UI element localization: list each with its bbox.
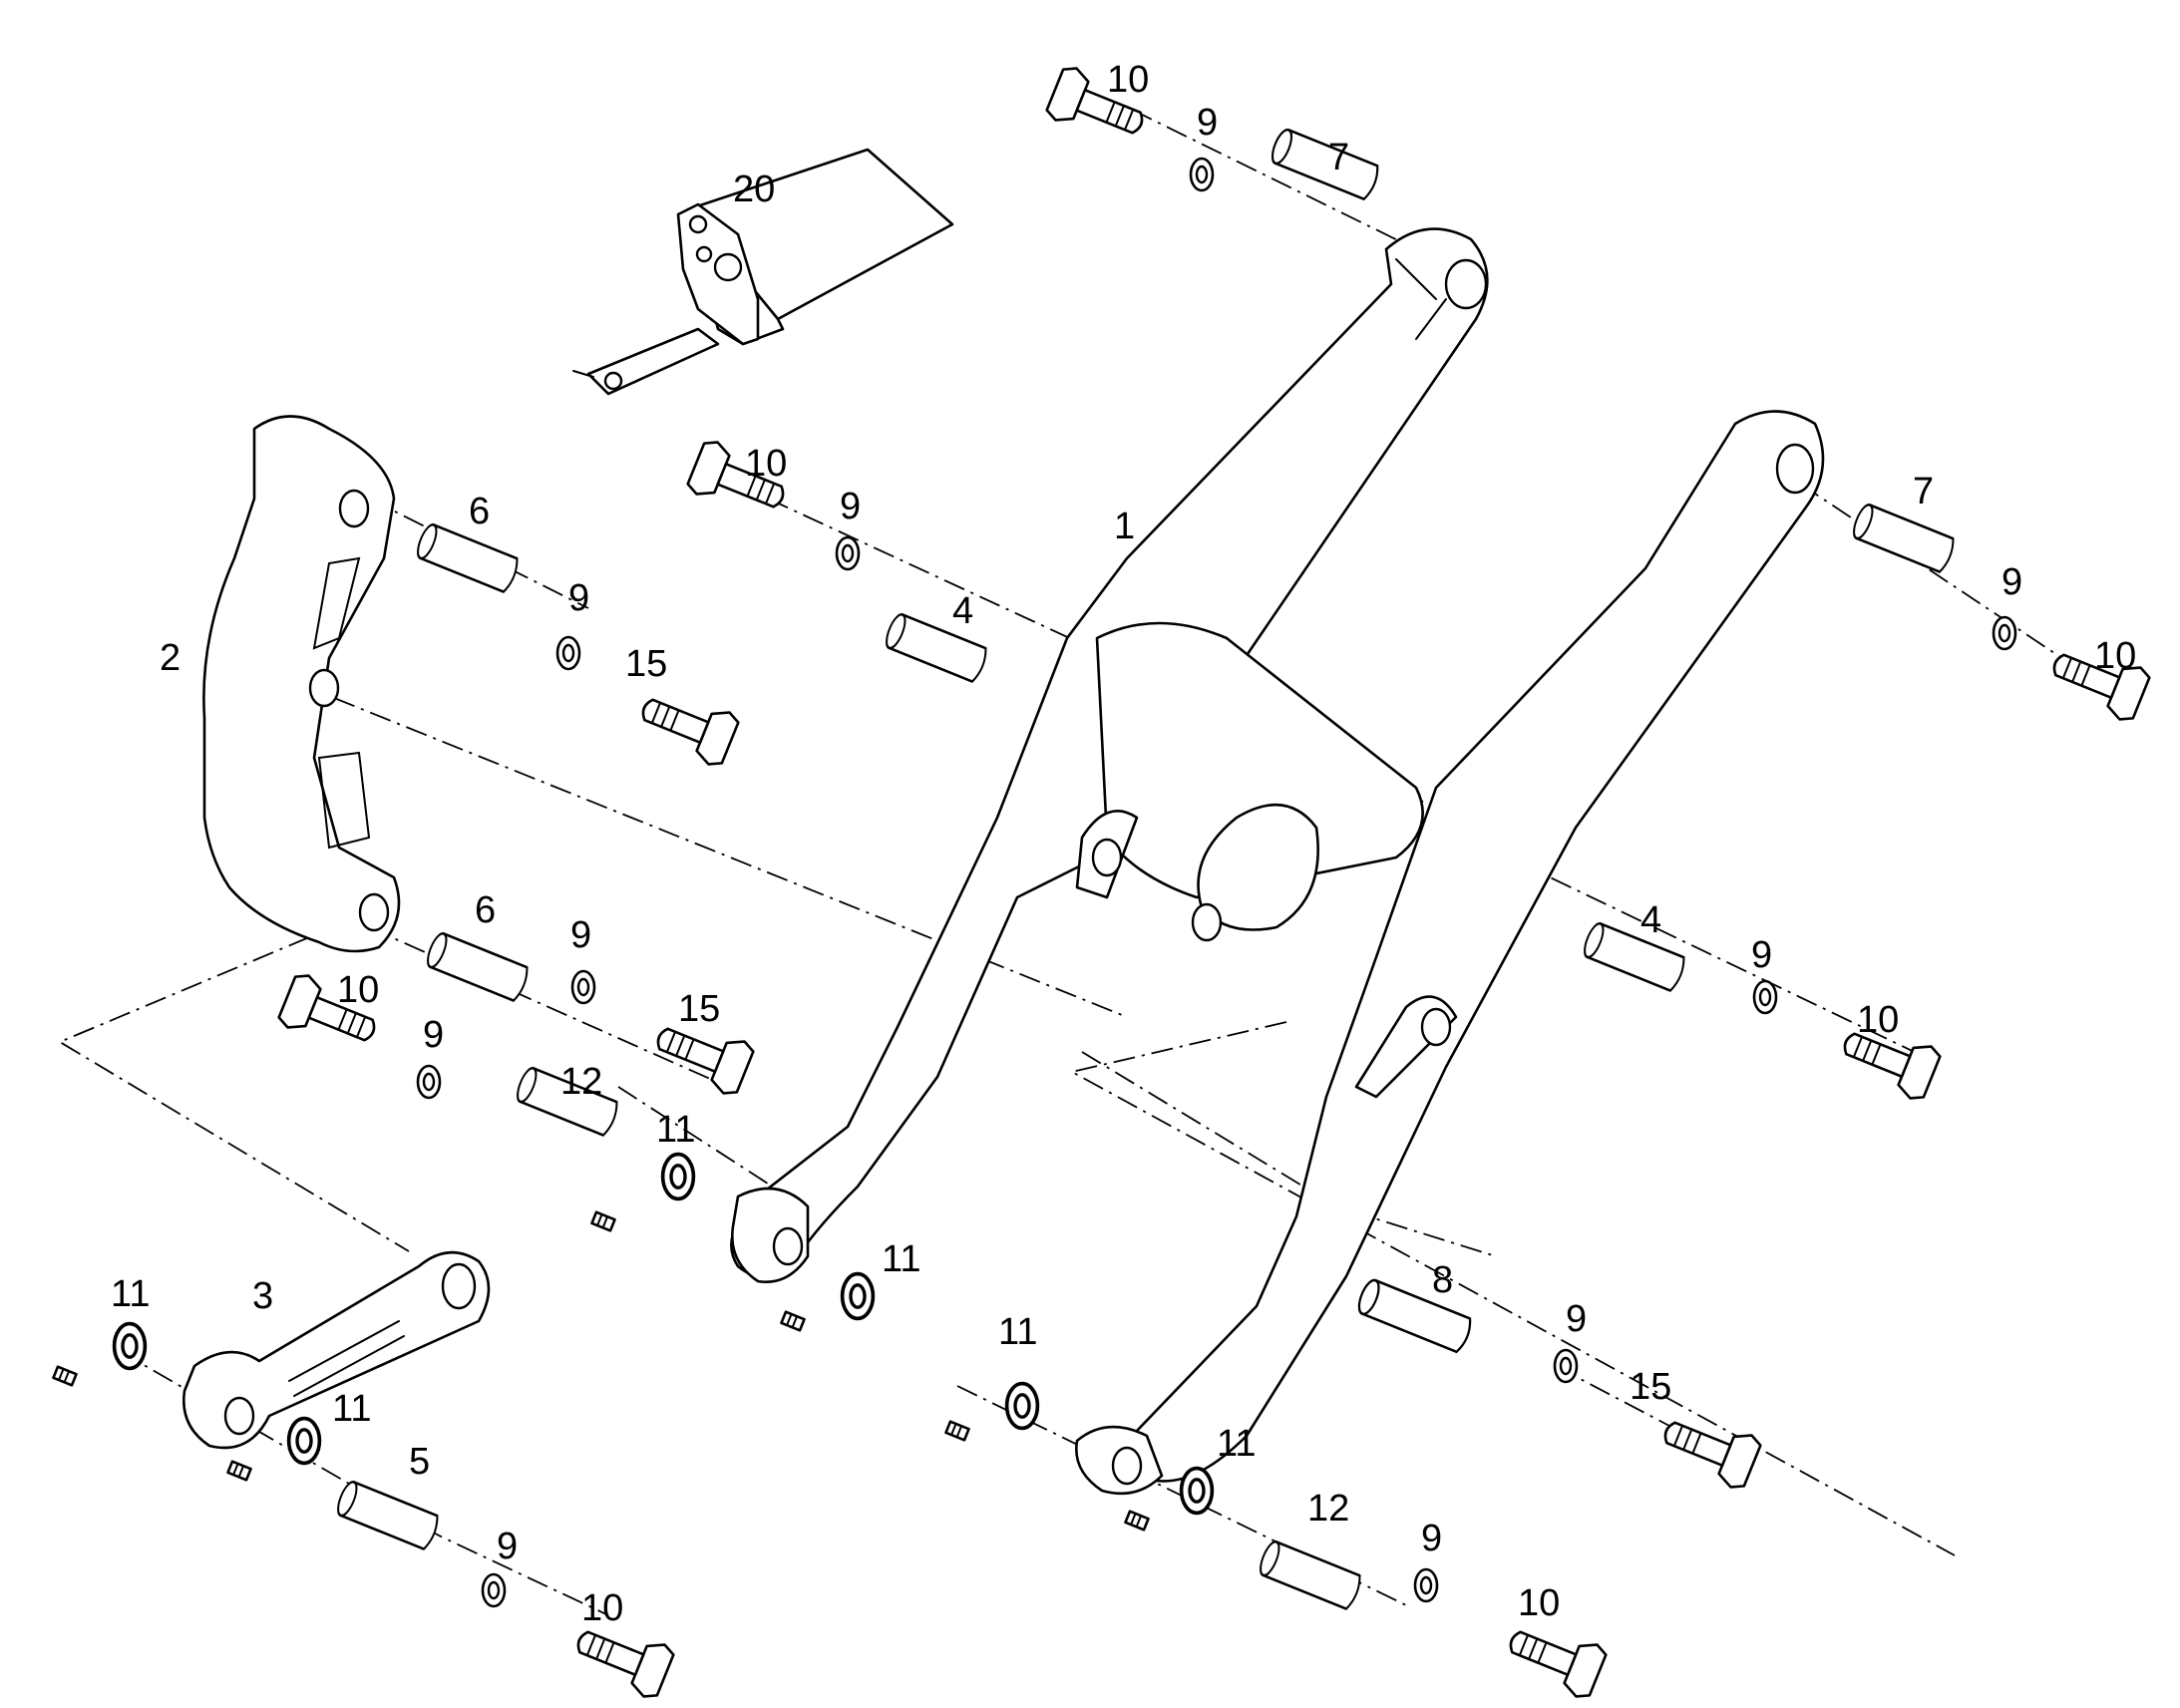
callout-15: 15 (678, 988, 720, 1030)
bracket-part-20 (572, 148, 954, 396)
callout-9: 9 (1751, 934, 1772, 976)
callout-15: 15 (1630, 1366, 1671, 1408)
callout-11: 11 (998, 1311, 1037, 1353)
callout-9: 9 (570, 914, 591, 956)
callout-12: 12 (1307, 1488, 1349, 1530)
callout-10: 10 (1857, 999, 1899, 1041)
callout-9: 9 (1421, 1518, 1442, 1559)
link-part-3 (182, 1250, 491, 1450)
callout-1: 1 (1114, 506, 1135, 547)
callout-10: 10 (1518, 1582, 1560, 1624)
lever-part-2 (202, 415, 401, 953)
callout-9: 9 (497, 1526, 518, 1567)
callout-20: 20 (733, 169, 775, 210)
callout-7: 7 (1328, 137, 1349, 178)
callout-9: 9 (2001, 561, 2022, 603)
callout-11: 11 (1217, 1423, 1256, 1465)
callout-9: 9 (568, 577, 589, 619)
callout-11: 11 (111, 1273, 150, 1315)
callout-10: 10 (2094, 635, 2136, 677)
callout-5: 5 (409, 1441, 430, 1483)
callout-6: 6 (475, 889, 496, 931)
callout-11: 11 (882, 1238, 920, 1280)
callout-9: 9 (1197, 102, 1218, 144)
callout-3: 3 (252, 1275, 273, 1317)
callout-4: 4 (952, 590, 973, 632)
callout-11: 11 (656, 1109, 695, 1151)
callout-10: 10 (745, 443, 787, 485)
callout-9: 9 (423, 1014, 444, 1056)
callout-6: 6 (469, 491, 490, 532)
loader-frame-part-1 (730, 227, 1825, 1496)
callout-15: 15 (625, 643, 667, 685)
callout-8: 8 (1432, 1259, 1453, 1301)
callout-7: 7 (1913, 471, 1934, 512)
callout-10: 10 (581, 1587, 623, 1629)
callout-11: 11 (332, 1388, 371, 1430)
callout-9: 9 (840, 486, 861, 527)
callout-labels: 1 2 3 4 4 5 6 6 7 7 8 9 9 9 9 9 9 9 9 9 … (111, 59, 2136, 1629)
callout-2: 2 (160, 637, 181, 679)
callout-10: 10 (337, 969, 379, 1011)
callout-12: 12 (560, 1061, 602, 1103)
callout-4: 4 (1640, 899, 1661, 941)
callout-9: 9 (1566, 1298, 1587, 1340)
callout-10: 10 (1107, 59, 1149, 101)
